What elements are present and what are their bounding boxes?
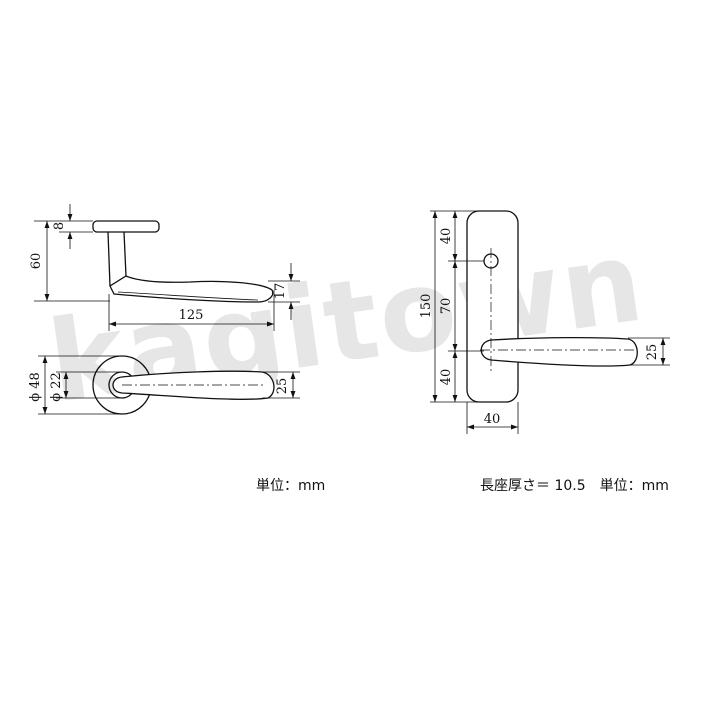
dim-side-height: 60 [29, 253, 44, 270]
plate-outline [466, 210, 519, 403]
side-view [92, 220, 274, 303]
side-dimensions [34, 204, 300, 331]
dim-plate-width: 40 [484, 412, 501, 427]
dim-plate-total: 150 [419, 294, 434, 319]
right-unit-caption: 長座厚さ＝ 10.5 単位：mm [480, 478, 669, 494]
plate-dimensions [430, 210, 670, 434]
dim-plate-mid: 70 [439, 298, 454, 315]
left-unit-caption: 単位：mm [256, 478, 326, 494]
side-lever [109, 275, 274, 303]
dim-plate-bottom: 40 [439, 369, 454, 386]
front-dimensions [38, 355, 300, 415]
watermark: kagitown [41, 216, 652, 428]
dim-plate-top: 40 [439, 228, 454, 245]
dim-front-lever-width: 25 [275, 378, 290, 395]
dim-rose-inner: ϕ 22 [49, 372, 64, 402]
dim-rose-outer: ϕ 48 [28, 372, 43, 402]
side-rose [92, 220, 160, 233]
dim-side-top: 8 [52, 222, 67, 230]
dim-side-drop: 17 [273, 283, 288, 300]
dim-side-length: 125 [179, 308, 204, 323]
dim-plate-lever-width: 25 [645, 344, 660, 361]
side-neck [107, 231, 127, 287]
plate-view [466, 210, 638, 403]
